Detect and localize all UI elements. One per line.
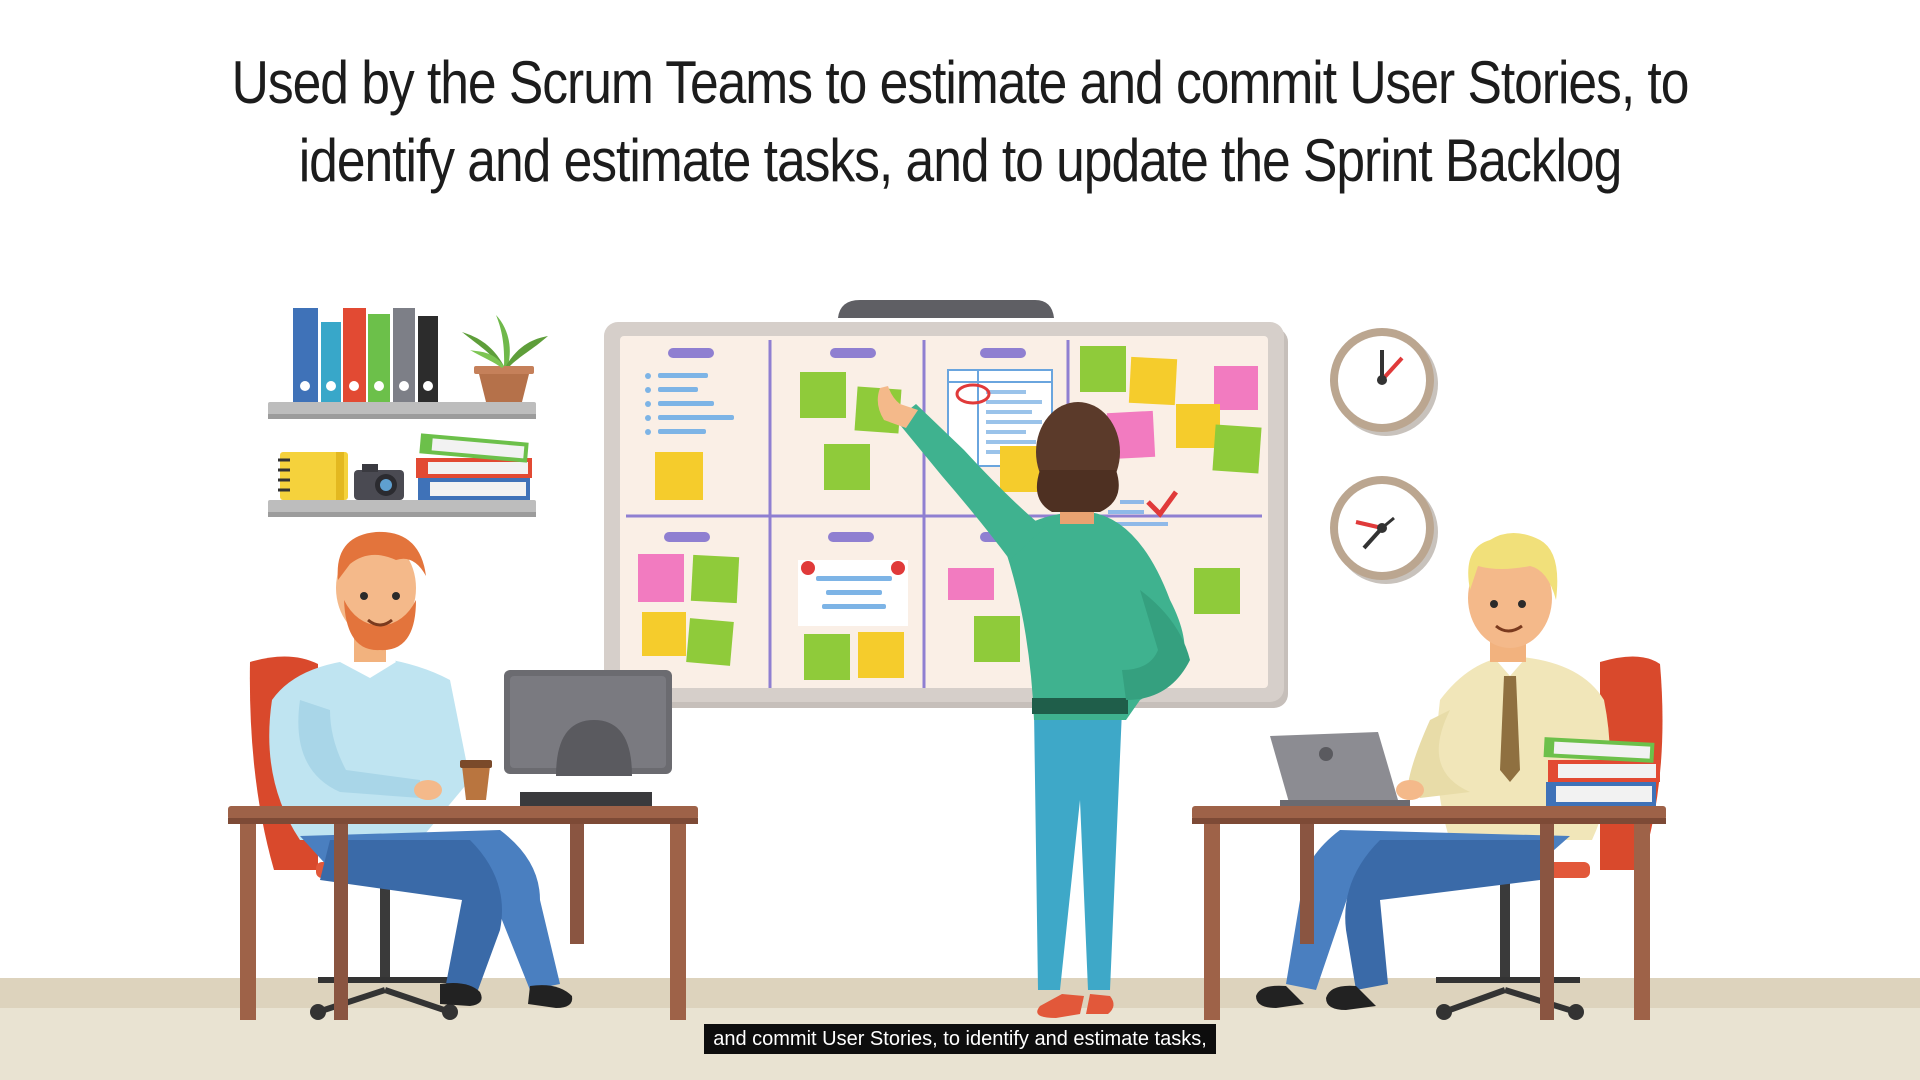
slide-title-line-1: Used by the Scrum Teams to estimate and … xyxy=(231,49,1690,116)
laptop-icon xyxy=(1270,732,1410,808)
plant-icon xyxy=(462,315,548,402)
coffee-cup-icon xyxy=(460,760,492,800)
left-person xyxy=(269,531,573,1008)
caption-bar: and commit User Stories, to identify and… xyxy=(0,1024,1920,1054)
binders-icon xyxy=(293,308,438,402)
right-desk xyxy=(1192,806,1666,1020)
left-desk xyxy=(228,806,698,1020)
caption-text: and commit User Stories, to identify and… xyxy=(704,1024,1216,1054)
wall-clock-icon xyxy=(1330,328,1438,436)
wall-shelves xyxy=(268,308,548,517)
slide-title: Used by the Scrum Teams to estimate and … xyxy=(134,44,1785,200)
notebook-icon xyxy=(278,452,348,500)
folders-stack-icon xyxy=(416,433,532,500)
slide-title-line-2: identify and estimate tasks, and to upda… xyxy=(298,127,1623,194)
camera-icon xyxy=(354,464,404,500)
monitor-icon xyxy=(504,670,672,806)
standing-person xyxy=(877,386,1190,1018)
folders-stack-icon xyxy=(1543,737,1660,806)
wall-clock-icon xyxy=(1330,476,1438,584)
